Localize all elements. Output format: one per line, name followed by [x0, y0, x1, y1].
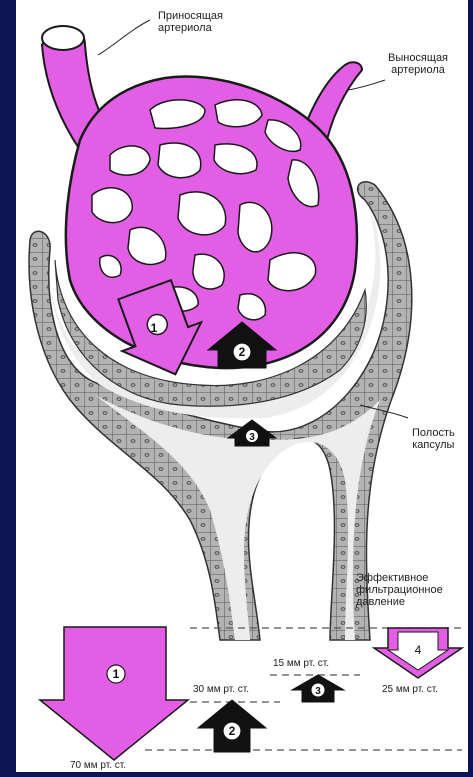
bottom-arrow-1: [40, 627, 188, 760]
label-efferent-arteriole: Выносящая артериола: [388, 52, 448, 76]
marker-2-bottom: 2: [229, 724, 236, 738]
label-pressure-2: 30 мм рт. ст.: [193, 684, 249, 696]
marker-3-bottom: 3: [315, 686, 321, 697]
label-pressure-1: 70 мм рт. ст.: [70, 760, 126, 772]
label-capsule-cavity: Полость капсулы: [412, 427, 455, 451]
marker-4-bottom: 4: [415, 643, 422, 657]
label-pressure-4: 25 мм рт. ст.: [382, 684, 438, 696]
label-pressure-3: 15 мм рт. ст.: [273, 658, 329, 670]
marker-3-top: 3: [249, 432, 255, 443]
marker-1-top: 1: [151, 321, 158, 335]
label-afferent-arteriole: Приносящая артериола: [158, 10, 223, 34]
marker-1-bottom: 1: [113, 667, 120, 681]
label-effective-pressure: Эффективное фильтрационное давление: [356, 572, 443, 608]
marker-2-top: 2: [239, 345, 246, 359]
